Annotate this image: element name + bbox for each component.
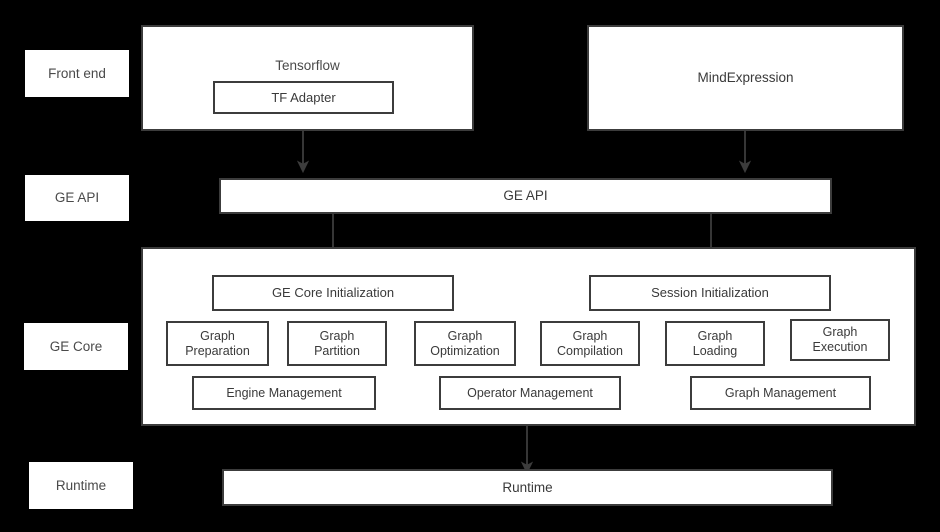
tensorflow-title: Tensorflow [275,58,340,73]
module-graph-execution-label: Graph Execution [812,325,868,354]
module-graph-execution[interactable]: Graph Execution [790,319,890,361]
stage-label-ge-api: GE API [25,175,129,221]
module-graph-compilation-label: Graph Compilation [556,328,623,358]
runtime-bar-label: Runtime [502,479,553,495]
module-graph-preparation-label: Graph Preparation [185,328,250,358]
stage-label-runtime: Runtime [29,462,133,509]
module-graph-loading[interactable]: Graph Loading [665,321,765,366]
management-graph[interactable]: Graph Management [690,376,871,410]
session-initialization-label: Session Initialization [651,285,769,301]
management-graph-label: Graph Management [724,385,837,400]
management-engine[interactable]: Engine Management [192,376,376,410]
stage-label-runtime-text: Runtime [55,477,107,493]
module-graph-optimization-label: Graph Optimization [430,328,500,358]
module-graph-loading-label: Graph Loading [692,328,738,358]
module-graph-partition-label: Graph Partition [314,328,360,358]
session-initialization-box[interactable]: Session Initialization [589,275,831,311]
ge-core-initialization-label: GE Core Initialization [271,285,395,301]
runtime-bar[interactable]: Runtime [222,469,833,506]
management-operator[interactable]: Operator Management [439,376,621,410]
module-graph-compilation[interactable]: Graph Compilation [540,321,640,366]
ge-core-initialization-box[interactable]: GE Core Initialization [212,275,454,311]
stage-label-ge-core-text: GE Core [49,338,103,354]
mindexpression-title: MindExpression [697,70,794,86]
tf-adapter-label: TF Adapter [271,89,336,105]
ge-api-bar-label: GE API [503,188,548,204]
frontend-mindexpression-container: MindExpression [587,25,904,131]
management-engine-label: Engine Management [226,385,342,400]
stage-label-front-end-text: Front end [48,65,106,81]
module-graph-preparation[interactable]: Graph Preparation [166,321,269,366]
module-graph-optimization[interactable]: Graph Optimization [414,321,516,366]
stage-label-ge-core: GE Core [24,323,128,370]
stage-label-ge-api-text: GE API [54,190,100,206]
module-graph-partition[interactable]: Graph Partition [287,321,387,366]
frontend-tensorflow-container: Tensorflow [141,25,474,131]
stage-label-front-end: Front end [25,50,129,97]
tf-adapter-box[interactable]: TF Adapter [213,81,394,114]
management-operator-label: Operator Management [467,385,593,400]
ge-api-bar[interactable]: GE API [219,178,832,214]
